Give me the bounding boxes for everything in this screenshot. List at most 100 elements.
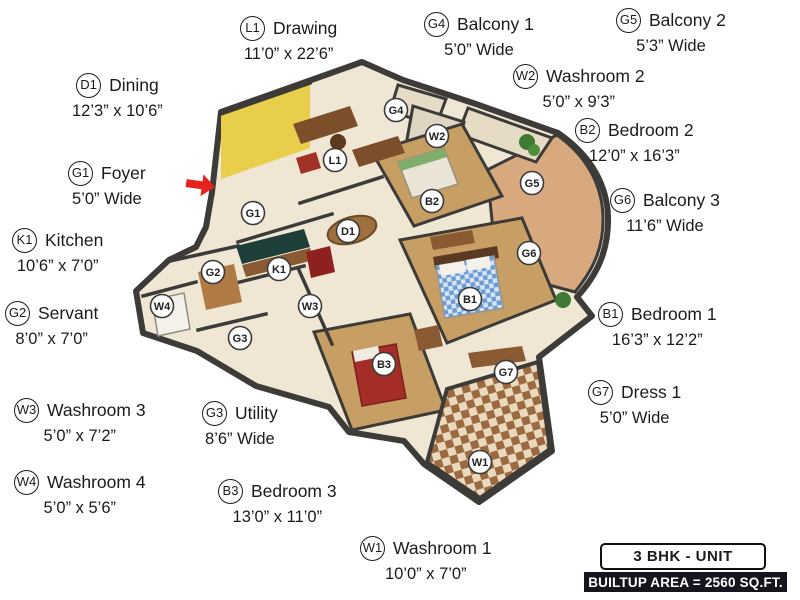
room-code-badge: L1 [240,16,265,41]
kitchen-counter [236,229,310,264]
svg-text:W3: W3 [302,301,319,313]
room-name: Dress 1 [621,382,682,403]
legend-label-b2: B2 Bedroom 2 12’0” x 16’3” [575,118,694,166]
legend-label-w2: W2 Washroom 2 5’0” x 9’3” [513,64,645,112]
svg-text:L1: L1 [329,155,342,167]
builtup-area-box: BUILTUP AREA = 2560 SQ.FT. [584,572,787,592]
plan-marker-b3: B3 [371,351,397,377]
room-name: Drawing [273,18,338,39]
room-code-badge: B2 [575,118,600,143]
room-name: Servant [38,303,99,324]
room-name: Dining [109,75,159,96]
room-name: Washroom 1 [393,538,492,559]
legend-label-l1: L1 Drawing 11’0” x 22’6” [240,16,337,64]
room-code-badge: B1 [598,302,623,327]
room-name: Balcony 2 [649,10,726,31]
plan-marker-g7: G7 [493,359,519,385]
legend-label-w1: W1 Washroom 1 10’0” x 7’0” [360,536,492,584]
room-name: Balcony 1 [457,14,534,35]
bed2-pillow [398,148,447,171]
plan-marker-g6: G6 [516,240,542,266]
room-code-badge: G1 [68,161,93,186]
plant-icon [528,144,540,156]
kitchen-fridge [306,246,335,278]
room-name: Washroom 3 [47,400,146,421]
room-code-badge: D1 [76,73,102,98]
bed1-pillow [439,261,466,276]
svg-text:B2: B2 [425,196,439,208]
svg-text:G1: G1 [246,208,261,220]
legend-label-b3: B3 Bedroom 3 13’0” x 11’0” [218,479,337,527]
svg-text:K1: K1 [272,264,286,276]
plan-marker-g3: G3 [227,325,253,351]
room-dimensions: 16’3” x 12’2” [611,331,703,349]
room-name: Washroom 4 [47,472,146,493]
washroom1-floor [424,359,553,501]
svg-text:B3: B3 [377,359,391,371]
room-code-badge: G5 [616,8,641,33]
room-name: Washroom 2 [546,66,645,87]
plan-marker-g4: G4 [383,97,409,123]
room-dimensions: 8’0” x 7’0” [15,330,88,348]
svg-text:G6: G6 [522,248,537,260]
legend-label-g6: G6 Balcony 3 11’6” Wide [610,188,720,236]
plan-marker-l1: L1 [322,147,348,173]
entry-arrow-icon [185,174,215,197]
legend-label-g4: G4 Balcony 1 5’0” Wide [424,12,534,60]
room-dimensions: 5’0” Wide [599,409,670,427]
legend-label-g3: G3 Utility 8’6” Wide [202,401,278,449]
svg-text:G3: G3 [233,333,248,345]
room-dimensions: 5’0” Wide [72,190,142,208]
svg-text:G4: G4 [389,105,405,117]
legend-label-g1: G1 Foyer 5’0” Wide [68,161,146,209]
legend-label-w3: W3 Washroom 3 5’0” x 7’2” [14,398,146,446]
plan-marker-k1: K1 [266,256,292,282]
wardrobe [430,230,475,250]
svg-text:G7: G7 [499,367,514,379]
room-name: Foyer [101,163,146,184]
svg-text:W4: W4 [154,301,171,313]
room-dimensions: 10’0” x 7’0” [384,565,467,583]
room-dimensions: 12’3” x 10’6” [72,102,163,120]
room-code-badge: K1 [12,228,37,253]
room-dimensions: 5’0” x 9’3” [542,93,615,111]
plan-marker-g2: G2 [200,259,226,285]
sofa-long [293,106,358,144]
plan-marker-g5: G5 [519,170,545,196]
room-code-badge: G4 [424,12,449,37]
svg-text:G2: G2 [206,267,221,279]
room-code-badge: B3 [218,479,243,504]
room-code-badge: G3 [202,401,227,426]
room-dimensions: 13’0” x 11’0” [232,508,323,526]
room-name: Utility [235,403,278,424]
legend-label-w4: W4 Washroom 4 5’0” x 5’6” [14,470,146,518]
accent-chair [296,152,321,174]
room-code-badge: W4 [14,470,39,495]
unit-type-box: 3 BHK - UNIT [600,543,766,570]
plant-icon [555,292,571,308]
room-dimensions: 5’3” Wide [636,37,706,55]
plan-marker-g1: G1 [240,200,266,226]
plan-marker-w2: W2 [424,123,450,149]
room-dimensions: 5’0” x 7’2” [43,427,116,445]
wardrobe [414,325,443,351]
svg-text:W1: W1 [472,457,489,469]
svg-text:W2: W2 [429,131,446,143]
room-dimensions: 12’0” x 16’3” [588,147,680,165]
room-dimensions: 8’6” Wide [205,430,275,448]
room-dimensions: 5’0” Wide [444,41,514,59]
plan-marker-b1: B1 [457,286,483,312]
plan-marker-w4: W4 [149,293,175,319]
bed1-pillow [466,256,491,271]
svg-text:B1: B1 [463,294,477,306]
room-code-badge: W2 [513,64,538,89]
room-dimensions: 10’6” x 7’0” [16,257,99,275]
plan-marker-b2: B2 [419,188,445,214]
sofa-short [352,136,405,167]
plan-marker-w1: W1 [467,449,493,475]
room-dimensions: 5’0” x 5’6” [43,499,116,517]
room-dimensions: 11’6” Wide [626,217,704,235]
legend-label-g5: G5 Balcony 2 5’3” Wide [616,8,726,56]
